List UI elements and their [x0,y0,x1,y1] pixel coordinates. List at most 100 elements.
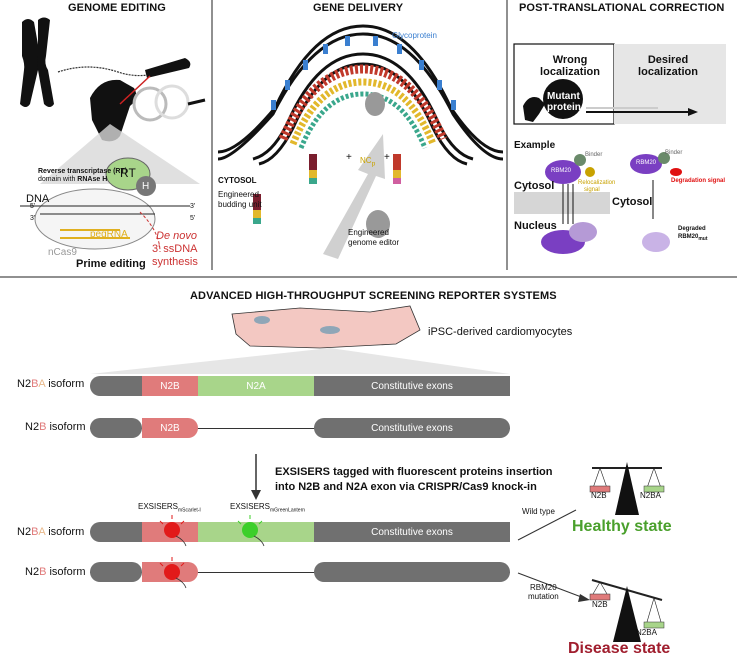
exon-start-4 [90,562,142,582]
h-label: H [142,181,150,192]
scale1-n2ba-label: N2BA [640,491,661,500]
ncp-label: NCp [360,156,375,168]
binder-label-1: Binder [585,152,603,158]
degraded-line2: RBM20mut [678,234,708,242]
rt-description-line2: domain with RNAse H [38,176,107,183]
exon-constitutive-4 [314,562,510,582]
rt-label: RT [120,166,136,180]
genome-editing-illustration [20,17,206,253]
binder-label-2: Binder [665,150,683,156]
iso3-n2-text: N2 [17,526,32,538]
three-prime-label-1: 3' [30,215,36,222]
exs-green-text: EXSISERS [230,502,271,511]
desired-localization-label: Desired localization [628,54,708,78]
ptc-title: POST-TRANSLATIONAL CORRECTION [519,2,725,14]
iso2-isoform-text: isoform [46,421,86,433]
wild-type-label: Wild type [522,507,555,516]
exon-n2b-1: N2B [142,376,198,396]
exon-n2b-2: N2B [142,418,198,438]
rbm20-label-1: RBM20 [551,168,572,174]
ssdna-label: 3' ssDNA [152,243,198,255]
cytosol-label-2: Cytosol [612,196,653,208]
exs-scarlet-text: EXSISERS [138,502,179,511]
scarlet-reporter-icon-2 [159,557,187,589]
isoform-label-n2ba-1: N2BA isoform [17,378,84,390]
cytosol-label-1: Cytosol [514,180,555,192]
gene-delivery-illustration [217,24,504,259]
de-novo-line1: De novo [156,230,197,242]
exs-scarlet-sub: mScarlet-I [178,507,201,514]
exon-start-2 [90,418,142,438]
relocalization-line1: Relocalization [578,180,616,186]
exon-constitutive-2-label: Constitutive exons [371,422,453,434]
isoform-label-n2ba-2: N2BA isoform [17,526,84,538]
iso-n2-text: N2 [17,378,32,390]
relocalization-line2: signal [584,187,600,193]
scale2-n2ba-label: N2BA [636,628,657,637]
five-prime-label-1: 5' [30,203,36,210]
green-reporter-icon [237,515,265,547]
pegrna-label: pegRNA [90,229,128,240]
degradation-signal-label: Degradation signal [671,178,726,184]
iso4-isoform-text: isoform [46,566,86,578]
isoform-bar-n2ba-1: N2B N2A Constitutive exons [90,376,510,396]
mutant-line1: Mutant [547,91,580,102]
gene-delivery-title: GENE DELIVERY [313,2,404,14]
exon-n2a-1: N2A [198,376,314,396]
exsisers-scarlet-label: EXSISERSmScarlet-I [138,502,201,514]
budding-line1: Engineered [218,190,259,199]
three-prime-label-2: 3' [190,203,196,210]
prime-editing-label: Prime editing [76,258,146,270]
rbm20-mutation-line1: RBM20 [530,583,557,592]
rt-domain-text: domain with [38,176,78,183]
plus-sign-1: + [346,152,352,163]
ncas9-label: nCas9 [48,247,77,258]
intron-line-1 [90,428,510,429]
mutant-protein-label: Mutant protein [547,91,581,113]
budding-line2: budding unit [218,200,262,209]
iso-a-text: A [38,378,46,390]
scale2-n2b-label: N2B [592,600,608,609]
screening-title: ADVANCED HIGH-THROUGHPUT SCREENING REPOR… [190,290,557,302]
desired-line1: Desired [647,54,689,66]
balance-scale-disease-icon [589,579,665,642]
rt-description-line1: Reverse transcriptase (RT) [38,168,128,175]
desired-line2: localization [638,66,698,78]
rbm20-mutation-line2: mutation [528,592,559,601]
isoform-label-n2b-1: N2B isoform [25,421,86,433]
exs-green-sub: mGreenLantern [270,507,306,514]
five-prime-label-2: 5' [190,215,196,222]
wrong-line1: Wrong [552,54,588,66]
scale1-n2b-label: N2B [591,491,607,500]
iso2-n2-text: N2 [25,421,40,433]
plus-sign-2: + [384,152,390,163]
wrong-line2: localization [540,66,600,78]
exon-constitutive-3: Constitutive exons [314,522,510,542]
ipsc-label: iPSC-derived cardiomyocytes [428,326,573,338]
exon-constitutive-1: Constitutive exons [314,376,510,396]
exon-constitutive-2: Constitutive exons [314,418,510,438]
iso3-a-text: A [38,526,46,538]
ptc-illustration [513,43,726,254]
iso-isoform-text: isoform [45,378,85,390]
rnase-h-text: RNAse H [77,176,108,183]
exon-n2b-2-label: N2B [160,422,180,434]
iso3-b-text: B [31,526,39,538]
balance-scale-healthy-icon [589,462,665,515]
scarlet-reporter-icon-1 [159,515,187,547]
iso4-b-text: B [39,566,47,578]
editor-hand-icon [90,58,191,142]
budding-unit-icons [253,154,401,224]
iso-b-text: B [31,378,39,390]
ncp-text: NC [360,156,372,165]
exsiser-description: EXSISERS tagged with fluorescent protein… [275,465,553,495]
iso2-b-text: B [39,421,47,433]
degraded-line1: Degraded [678,226,706,232]
disease-state-label: Disease state [568,640,671,657]
down-arrow-icon [251,454,261,500]
de-novo-label: De novo [156,230,197,242]
intron-line-2 [90,572,510,573]
mutant-line2: protein [547,102,581,113]
